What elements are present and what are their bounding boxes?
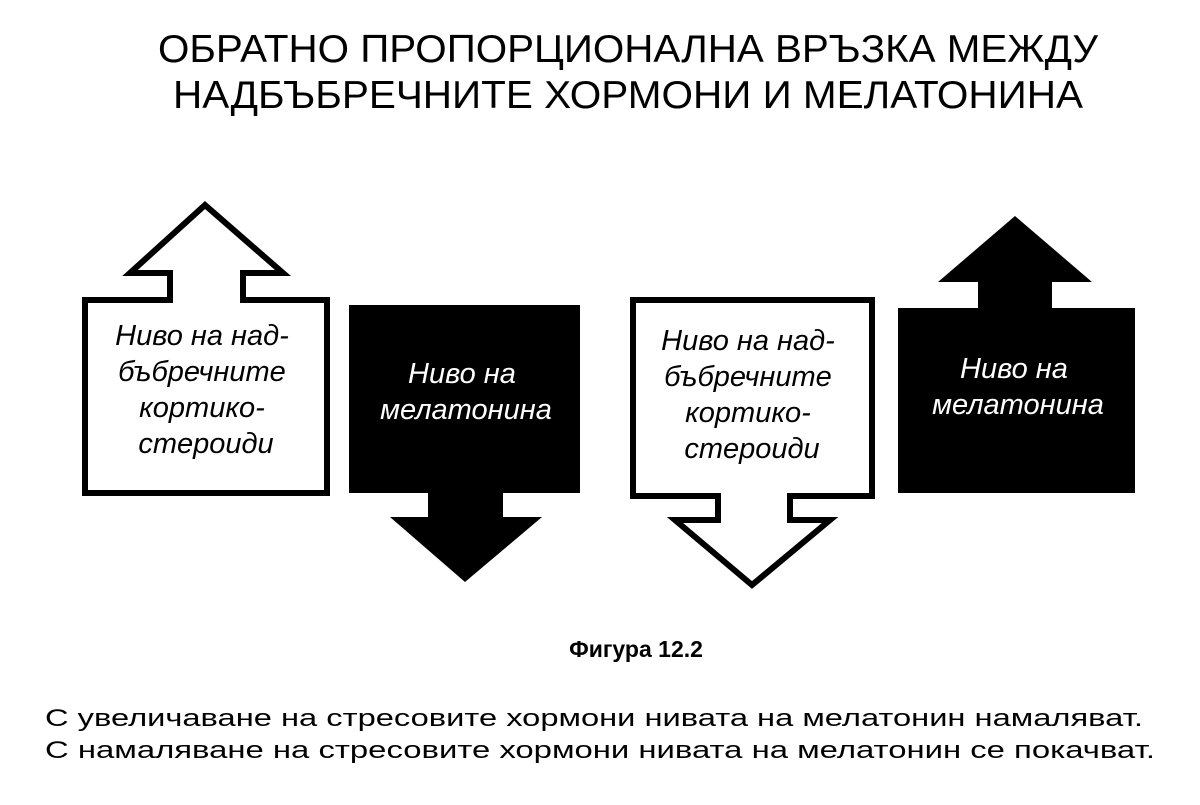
up-arrow-box-outline	[82, 200, 330, 496]
melatonin-increase-panel: Ниво на мелатонина	[898, 216, 1135, 493]
corticosteroids-decrease-panel: Ниво на над- бъбречните кортико- стероид…	[630, 297, 875, 589]
corticosteroids-increase-panel: Ниво на над- бъбречните кортико- стероид…	[82, 200, 330, 496]
description-line-1: С увеличаване на стресовите хормони нива…	[45, 705, 1143, 732]
panel-2-text: Ниво на мелатонина	[380, 358, 552, 426]
panel-3-text: Ниво на над- бъбречните кортико- стероид…	[661, 325, 843, 465]
panel-1-text: Ниво на над- бъбречните кортико- стероид…	[115, 320, 297, 460]
melatonin-decrease-panel: Ниво на мелатонина	[349, 305, 580, 582]
description-line-2: С намаляване на стресовите хормони ниват…	[45, 737, 1155, 764]
figure-caption: Фигура 12.2	[569, 636, 703, 662]
title-line-2: НАДБЪБРЕЧНИТЕ ХОРМОНИ И МЕЛАТОНИНА	[173, 74, 1083, 117]
panel-4-text: Ниво на мелатонина	[932, 353, 1104, 421]
down-arrow-box-outline	[630, 297, 875, 589]
title-line-1: ОБРАТНО ПРОПОРЦИОНАЛНА ВРЪЗКА МЕЖДУ	[158, 28, 1098, 71]
down-arrow-box-filled	[349, 305, 580, 582]
up-arrow-box-filled	[898, 216, 1135, 493]
